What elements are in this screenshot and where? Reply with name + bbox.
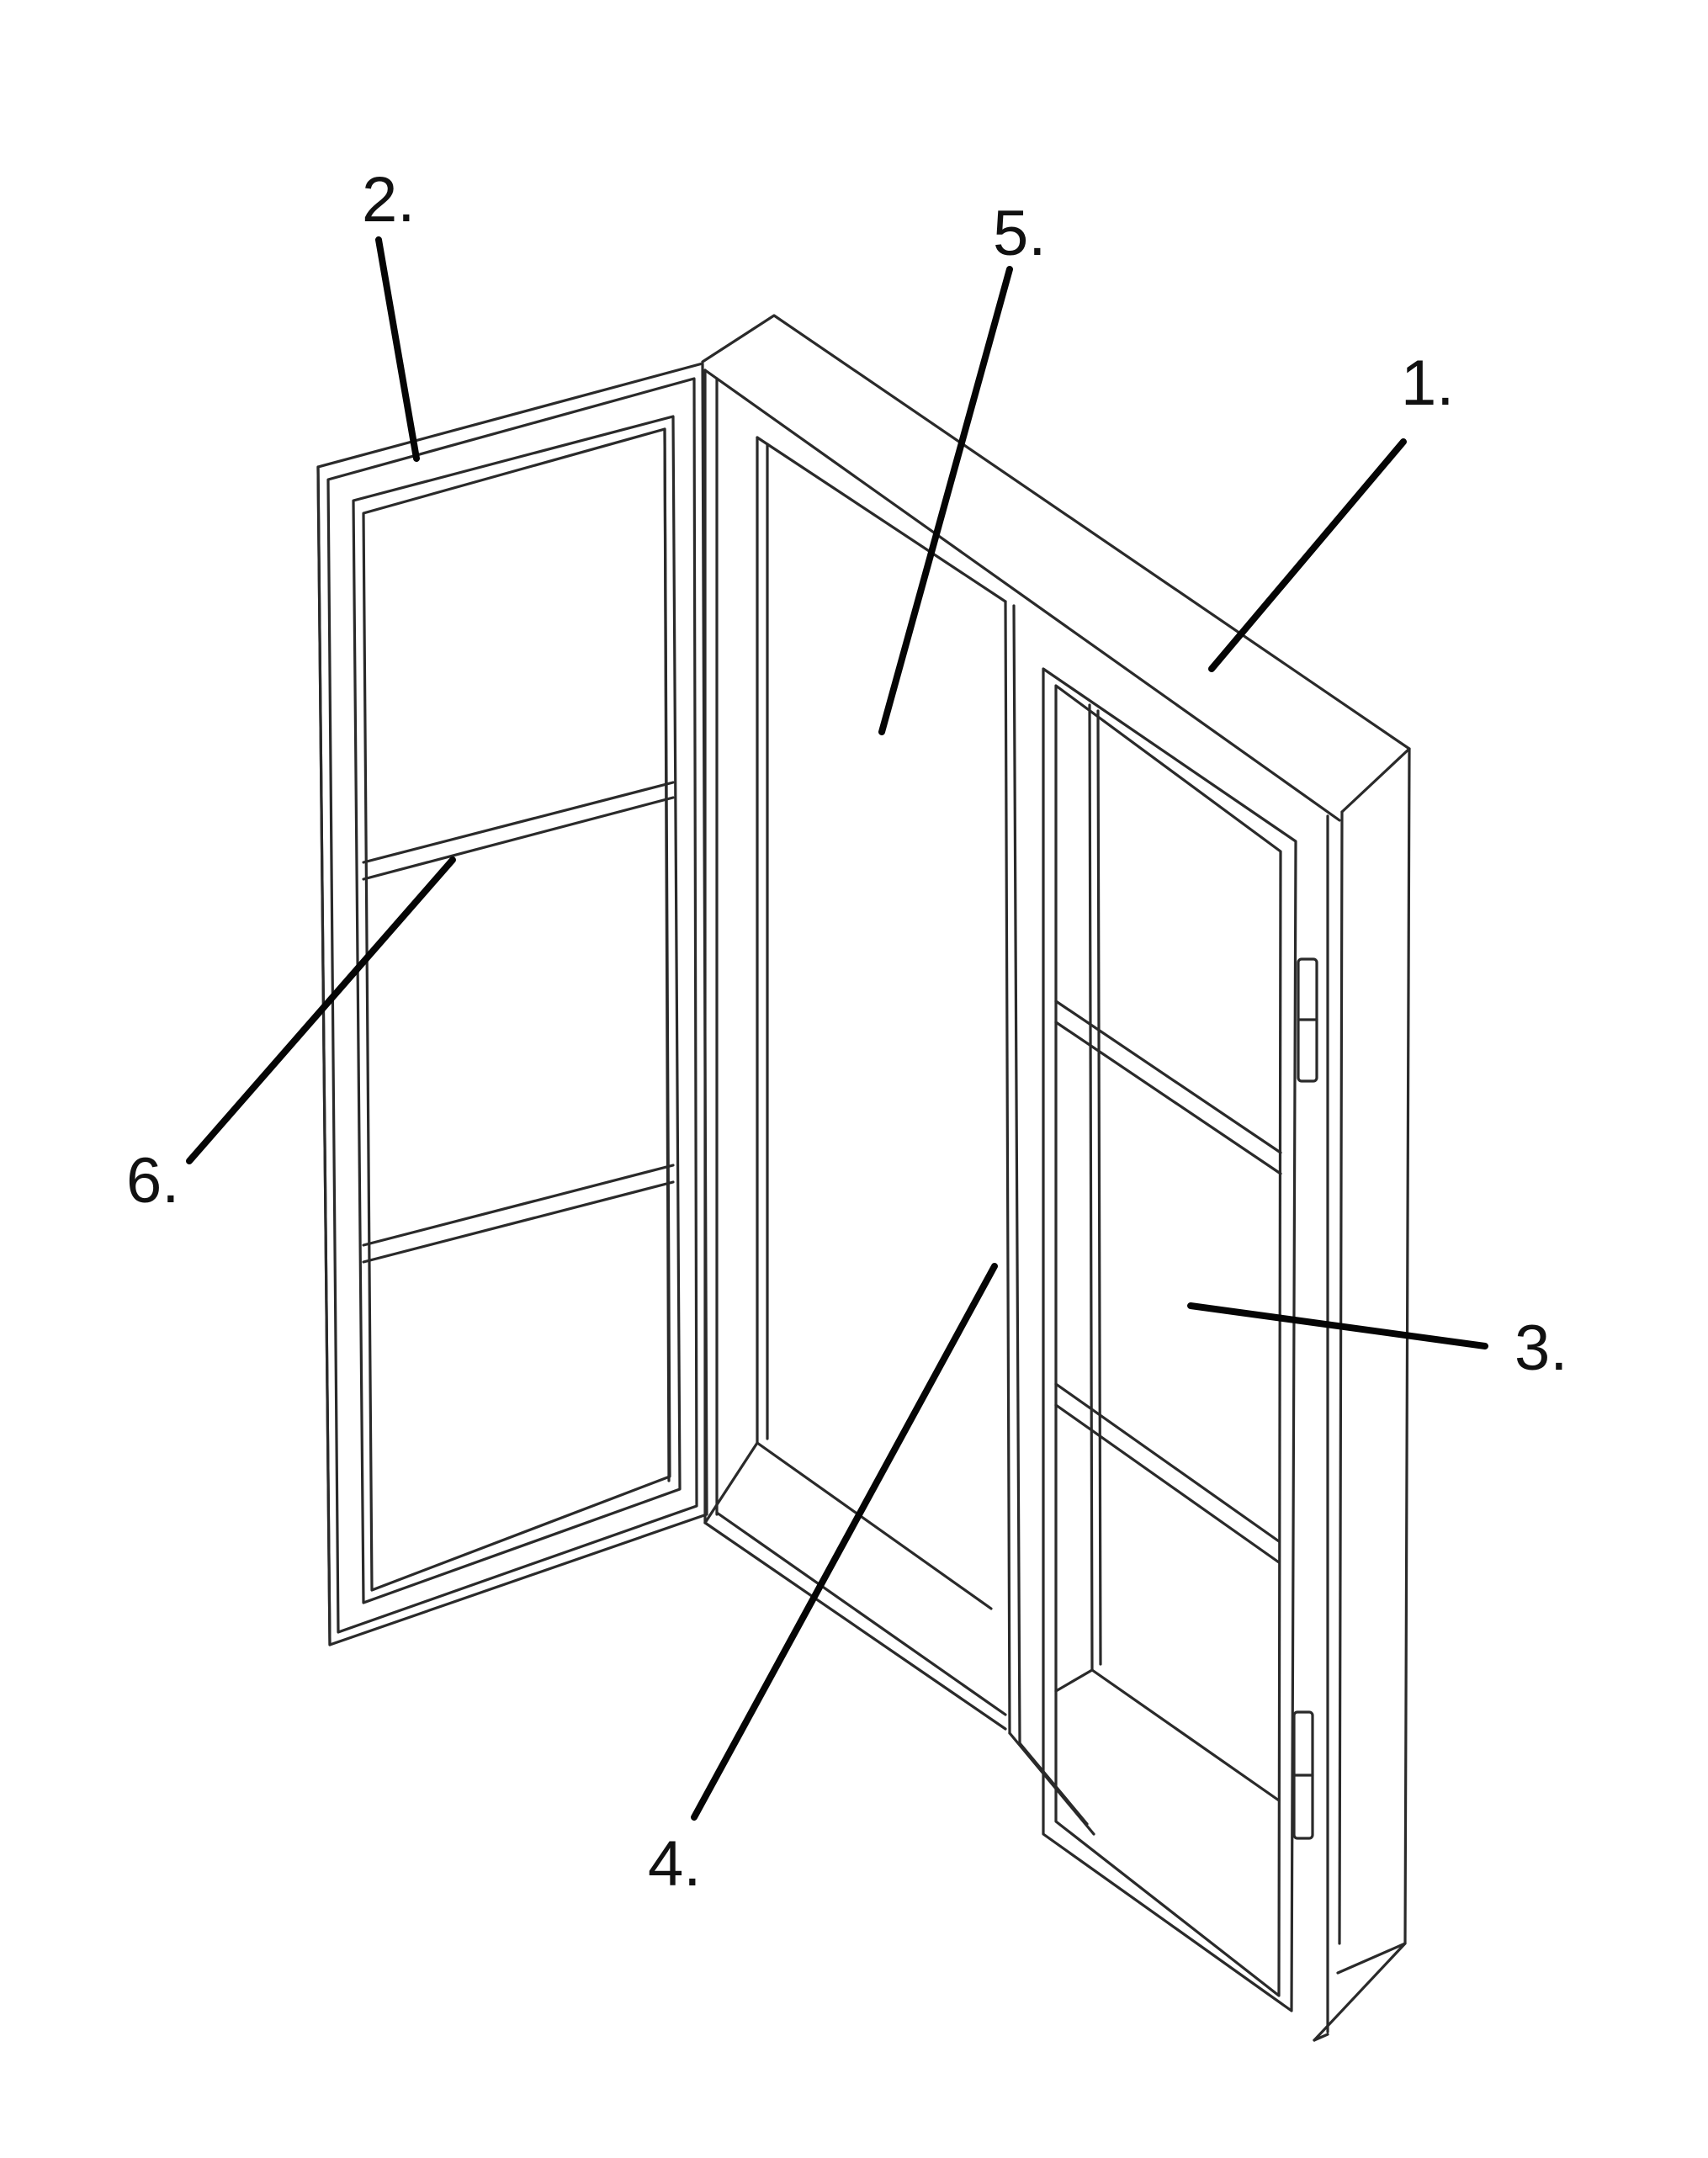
label-4: 4. — [648, 1828, 702, 1900]
leader-4 — [691, 1263, 998, 1821]
leader-2 — [375, 236, 420, 462]
hinges — [1292, 957, 1318, 1840]
leader-3 — [1187, 1302, 1488, 1349]
label-2: 2. — [362, 164, 416, 236]
right-glass-door — [1042, 667, 1297, 2012]
leader-6 — [186, 856, 456, 1164]
cabinet-front-edge — [1004, 600, 1095, 1836]
label-3: 3. — [1514, 1312, 1568, 1384]
leader-lines — [186, 236, 1488, 1821]
label-5: 5. — [993, 198, 1047, 269]
cabinet-body — [701, 314, 1411, 2042]
label-1: 1. — [1401, 347, 1455, 419]
label-6: 6. — [126, 1145, 180, 1217]
leader-1 — [1208, 438, 1407, 672]
left-open-door — [316, 362, 708, 1646]
leader-5 — [878, 266, 1013, 735]
cabinet-interior — [703, 369, 1007, 1731]
